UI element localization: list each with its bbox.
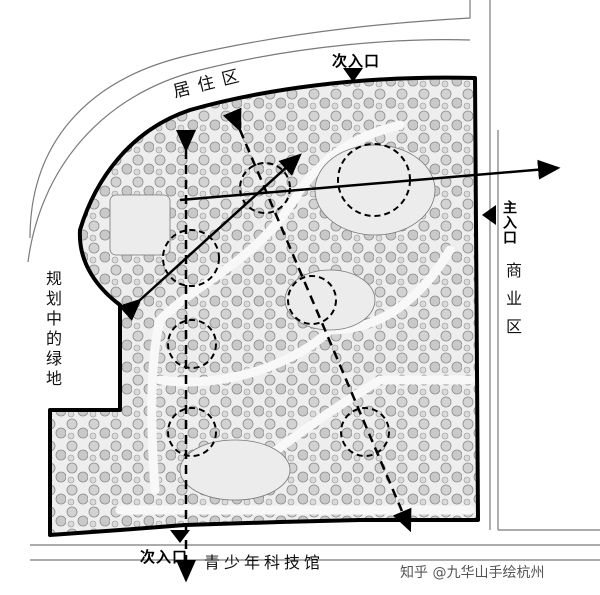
- label-secondary-entrance-top: 次入口: [332, 52, 381, 70]
- label-secondary-entrance-bottom: 次入口: [140, 548, 189, 566]
- label-planned-green: 规划中的绿地: [43, 270, 62, 390]
- label-main-entrance: 主入口: [501, 200, 517, 245]
- axis-diagonal-dashed: [222, 107, 412, 533]
- site-boundary: [48, 75, 480, 537]
- entrance-markers: [170, 68, 496, 543]
- entrance-arrow-top: [343, 68, 363, 82]
- entrance-arrow-main: [482, 205, 496, 225]
- label-commercial: 商业区: [503, 262, 522, 346]
- entrance-arrow-bottom: [170, 530, 190, 543]
- label-youth-center: 青少年科技馆: [204, 553, 325, 572]
- axes: [118, 107, 561, 583]
- surrounding-roads: [27, 0, 600, 561]
- watermark: 知乎 @九华山手绘杭州: [400, 565, 545, 581]
